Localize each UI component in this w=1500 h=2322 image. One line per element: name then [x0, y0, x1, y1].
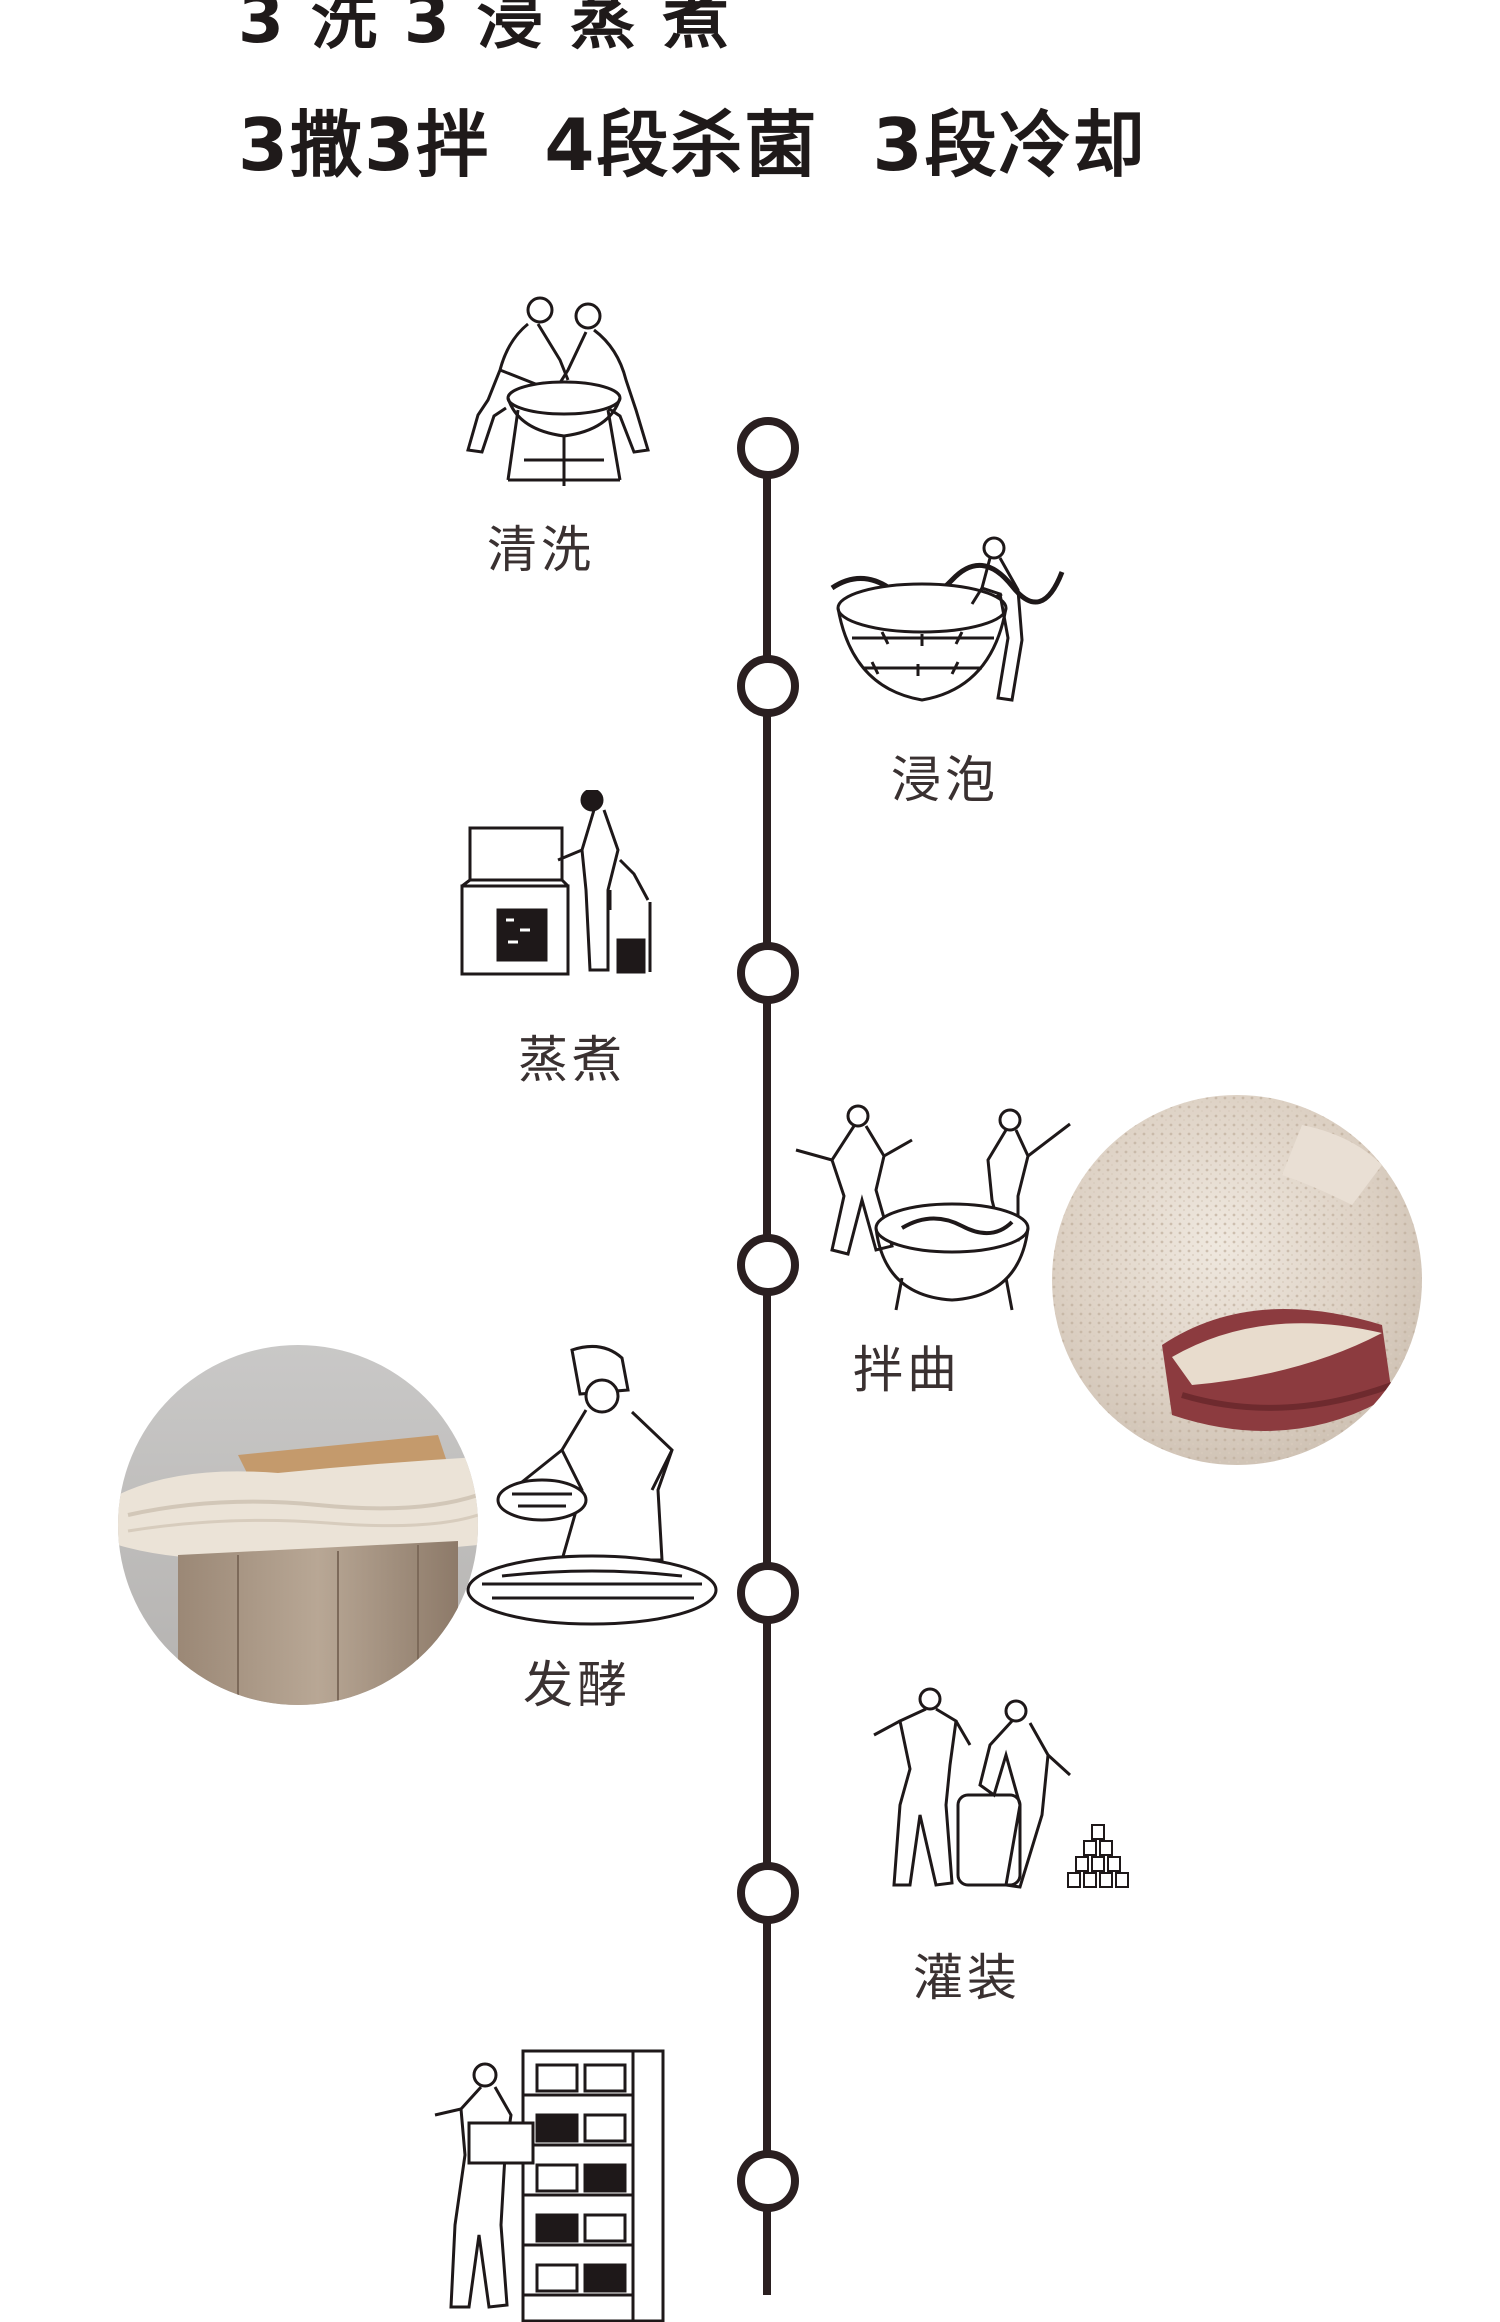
header-top-line: 3 洗 3 浸 蒸 煮 [238, 0, 731, 58]
step-label-mix: 拌曲 [853, 1341, 961, 1399]
mixing-koji-illustration-icon [795, 1104, 1071, 1311]
steaming-illustration-icon [460, 790, 652, 976]
fermentation-cloth-photo [118, 1345, 478, 1705]
step-label-soak: 浸泡 [891, 751, 999, 809]
soaking-illustration-icon [830, 536, 1065, 702]
timeline-node-3 [737, 942, 799, 1004]
step-label-fill: 灌装 [913, 1949, 1021, 2007]
step-label-ferment: 发酵 [523, 1656, 631, 1714]
timeline-line [763, 445, 771, 2295]
washing-illustration-icon [466, 296, 650, 486]
timeline-node-5 [737, 1562, 799, 1624]
timeline-node-2 [737, 655, 799, 717]
step-label-steam: 蒸煮 [518, 1031, 626, 1089]
filling-illustration-icon [873, 1687, 1129, 1889]
fermentation-illustration-icon [466, 1344, 718, 1626]
koji-powder-photo [1052, 1095, 1422, 1465]
storage-illustration-icon [434, 2049, 665, 2322]
timeline-node-7 [737, 2150, 799, 2212]
step-label-wash: 清洗 [487, 521, 595, 579]
header-main-line: 3撒3拌 4段杀菌 3段冷却 [238, 103, 1147, 187]
timeline-node-6 [737, 1862, 799, 1924]
timeline-node-1 [737, 417, 799, 479]
timeline-node-4 [737, 1234, 799, 1296]
